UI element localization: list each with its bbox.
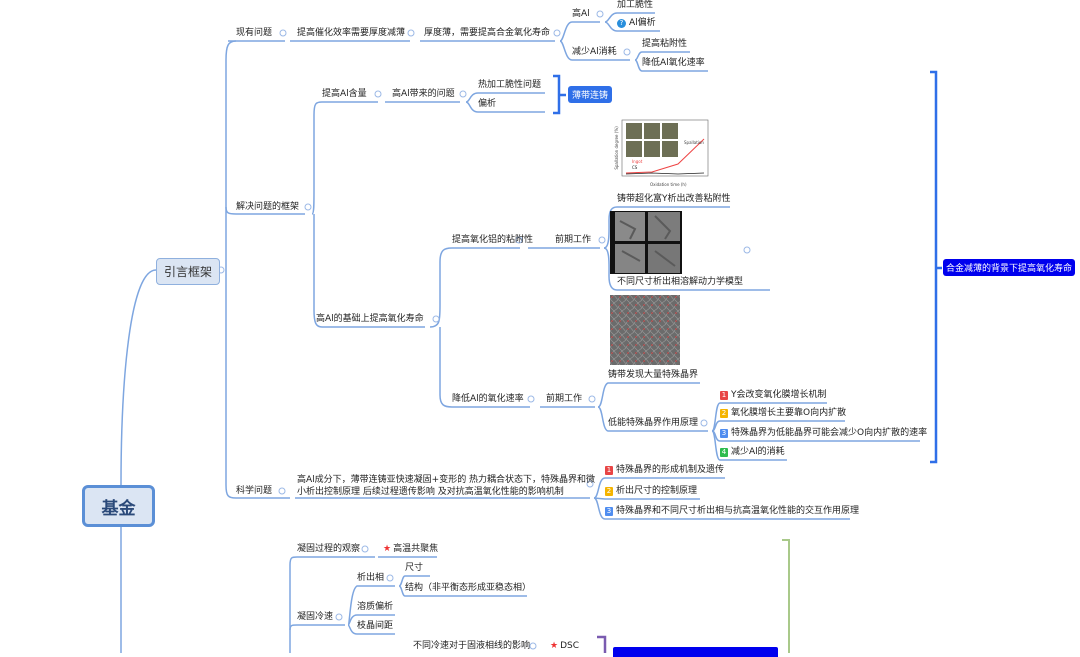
priority-2-icon: 2: [605, 487, 613, 496]
cooling-node[interactable]: 凝固冷速: [297, 612, 334, 622]
question-icon: ?: [617, 19, 626, 28]
priority-3-icon: 3: [605, 507, 613, 516]
framework-node[interactable]: 解决问题的框架: [236, 202, 300, 212]
solute-seg-node[interactable]: 溶质偏析: [357, 602, 394, 612]
dissolution-model-node[interactable]: 不同尺寸析出相溶解动力学模型: [617, 277, 744, 287]
adhesion-node[interactable]: 提高粘附性: [642, 39, 688, 49]
dendrite-node[interactable]: 枝晶间距: [357, 621, 394, 631]
liquidus-node[interactable]: 不同冷速对于固液相线的影响: [413, 641, 531, 651]
prior-work2-node[interactable]: 前期工作: [546, 394, 583, 404]
existing-problem-node[interactable]: 现有问题: [236, 28, 273, 38]
grain-boundary-image: [610, 295, 680, 365]
reduce-al-node[interactable]: 减少Al消耗: [572, 47, 617, 57]
chart-legend-ingot: Ingot: [632, 159, 643, 164]
segregation2-node[interactable]: 偏析: [478, 99, 497, 109]
dsc-node[interactable]: ★DSC: [550, 641, 580, 651]
priority-3-icon: 3: [720, 429, 728, 438]
science-line-1[interactable]: 高Al成分下，薄带连铸亚快速凝固+变形的 热力耦合状态下，特殊晶界和微: [297, 475, 596, 485]
lifetime-node[interactable]: 厚度薄，需要提高合金氧化寿命: [424, 28, 551, 38]
priority-2-icon: 2: [720, 409, 728, 418]
chart-ylabel: Spallation degree (%): [614, 126, 619, 170]
y-precip-node[interactable]: 铸带超化富Y析出改善粘附性: [617, 194, 731, 204]
raise-al-node[interactable]: 提高Al含量: [322, 89, 367, 99]
special-gb-node[interactable]: 铸带发现大量特殊晶界: [608, 370, 699, 380]
hot-brittle-node[interactable]: 热加工脆性问题: [478, 80, 542, 90]
bottom-summary-node-cut[interactable]: [613, 647, 778, 657]
chart-legend-cs: CS: [632, 165, 638, 170]
brittle-node[interactable]: 加工脆性: [617, 0, 654, 10]
prior-work-node[interactable]: 前期工作: [555, 235, 592, 245]
science-node[interactable]: 科学问题: [236, 486, 273, 496]
al-problem-node[interactable]: 高Al带来的问题: [392, 89, 455, 99]
frame-node[interactable]: 引言框架: [156, 258, 220, 285]
structure-node[interactable]: 结构（非平衡态形成亚稳态相）: [405, 583, 532, 593]
summary-node[interactable]: 合金减薄的背景下提高氧化寿命: [943, 259, 1075, 276]
chart-annotation: Spallation: [684, 140, 704, 145]
observe-node[interactable]: 凝固过程的观察: [297, 544, 361, 554]
precip-node[interactable]: 析出相: [357, 573, 385, 583]
size-node[interactable]: 尺寸: [405, 563, 424, 573]
basis-node[interactable]: 高Al的基础上提高氧化寿命: [316, 314, 424, 324]
alumina-adhesion-node[interactable]: 提高氧化铝的粘附性: [452, 235, 534, 245]
priority-4-icon: 4: [720, 448, 728, 457]
science-line-2[interactable]: 小析出控制原理 后续过程遗传影响 及对抗高温氧化性能的影响机制: [297, 487, 564, 497]
root-node[interactable]: 基金: [82, 485, 155, 527]
chart-xlabel: Oxidation time (h): [650, 182, 687, 187]
oxidation-rate-node[interactable]: 降低Al氧化速率: [642, 58, 705, 68]
gb-principle-node[interactable]: 低能特殊晶界作用原理: [608, 418, 699, 428]
reduce-rate-node[interactable]: 降低Al的氧化速率: [452, 394, 524, 404]
high-al-node[interactable]: 高Al: [572, 9, 590, 19]
strip-casting-button[interactable]: 薄带连铸: [568, 86, 612, 103]
star-icon: ★: [550, 641, 559, 651]
star-icon: ★: [383, 544, 392, 554]
priority-1-icon: 1: [605, 466, 613, 475]
spallation-chart-image: Oxidation time (h) Spallation degree (%)…: [612, 118, 720, 188]
microstructure-image: [610, 211, 682, 274]
priority-1-icon: 1: [720, 391, 728, 400]
confocal-node[interactable]: ★高温共聚焦: [383, 544, 439, 554]
segregation-node[interactable]: ?Al偏析: [617, 18, 656, 29]
thin-node[interactable]: 提高催化效率需要厚度减薄: [297, 28, 406, 38]
